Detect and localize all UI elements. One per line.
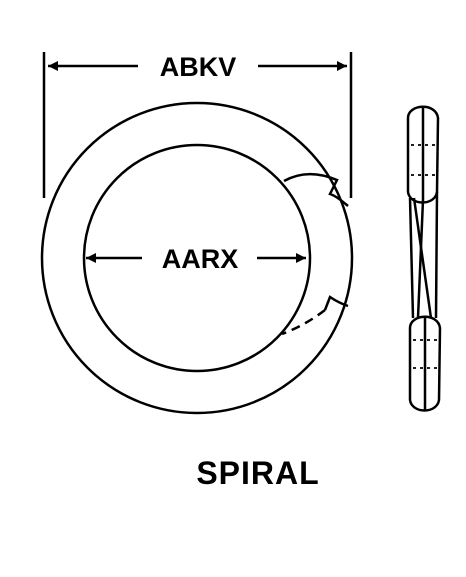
ring-outer-edge: [40, 101, 354, 415]
ring-side-view: [406, 105, 442, 412]
spiral-end-lower-hidden: [281, 309, 326, 336]
inner-dimension: AARX: [86, 244, 306, 274]
outer-dimension: ABKV: [42, 52, 353, 198]
inner-dimension-label: AARX: [162, 244, 239, 274]
side-view-strand-left-b: [412, 197, 433, 319]
side-view-strand-left-a: [408, 197, 415, 319]
ring-top-view: [40, 101, 354, 415]
outer-dimension-label: ABKV: [160, 52, 237, 82]
ring-inner-edge: [82, 143, 312, 373]
diagram-caption: SPIRAL: [196, 455, 319, 491]
spiral-end-lower: [323, 295, 349, 311]
side-view-lower-block: [408, 315, 442, 412]
side-view-strand-right-b: [434, 191, 439, 319]
spiral-end-upper: [283, 172, 349, 207]
side-view-strand-right-a: [416, 199, 425, 319]
